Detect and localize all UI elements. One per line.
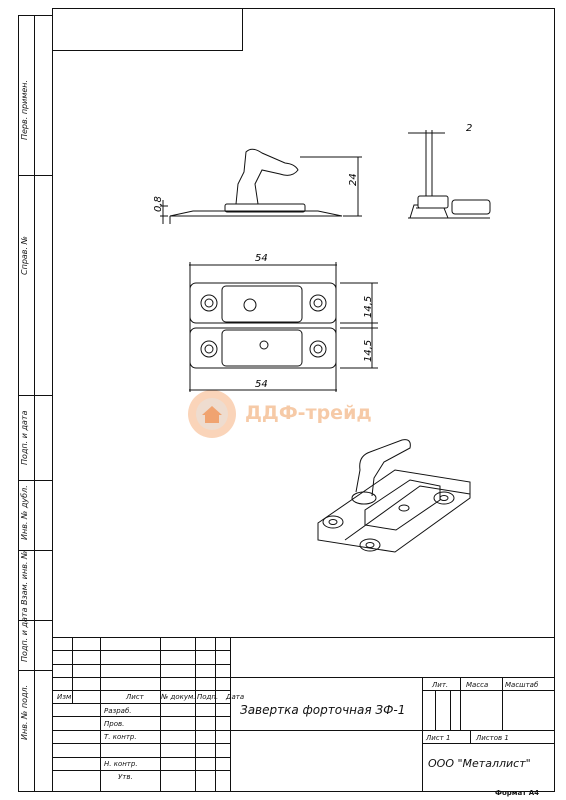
drawing-title: Завертка форточная ЗФ-1 — [240, 703, 406, 717]
company-name: ООО "Металлист" — [428, 757, 531, 770]
sheet-number: Лист 1 — [426, 734, 451, 742]
front-view — [160, 148, 362, 224]
col-izm: Изм — [57, 693, 72, 701]
col-data: Дата — [226, 693, 245, 701]
frame-top — [52, 8, 555, 9]
iso-view — [317, 439, 471, 553]
sheets-count: Листов 1 — [476, 734, 509, 742]
col-lit: Лит. — [432, 681, 449, 689]
col-doc-no: № докум. — [161, 693, 196, 701]
row-n-kontr: Н. контр. — [104, 760, 138, 768]
watermark-logo-icon — [188, 390, 236, 438]
col-podp: Подп. — [197, 693, 219, 701]
dim-half-height-top: 14,5 — [363, 296, 374, 318]
dim-height: 24 — [348, 173, 359, 186]
col-massa: Масса — [466, 681, 489, 689]
frame-bottom — [52, 791, 555, 792]
format-label: Формат А4 — [495, 789, 539, 797]
row-utv: Утв. — [118, 773, 133, 781]
top-view — [189, 262, 378, 392]
watermark-text: ДДФ-трейд — [245, 402, 372, 424]
dim-width-bottom: 54 — [255, 379, 268, 390]
row-prov: Пров. — [104, 720, 125, 728]
dim-thickness: 0,8 — [153, 196, 164, 212]
side-view — [408, 130, 491, 219]
frame-left — [52, 8, 53, 792]
top-left-box — [52, 8, 243, 51]
row-razrab: Разраб. — [104, 707, 132, 715]
dim-width-top: 54 — [255, 253, 268, 264]
col-list: Лист — [126, 693, 144, 701]
dim-side-width: 2 — [466, 123, 472, 134]
col-masshtab: Масштаб — [505, 681, 539, 689]
watermark: ДДФ-трейд — [185, 388, 385, 440]
dim-half-height-bottom: 14,5 — [363, 340, 374, 362]
frame-right — [554, 8, 555, 792]
row-t-kontr: Т. контр. — [104, 733, 137, 741]
